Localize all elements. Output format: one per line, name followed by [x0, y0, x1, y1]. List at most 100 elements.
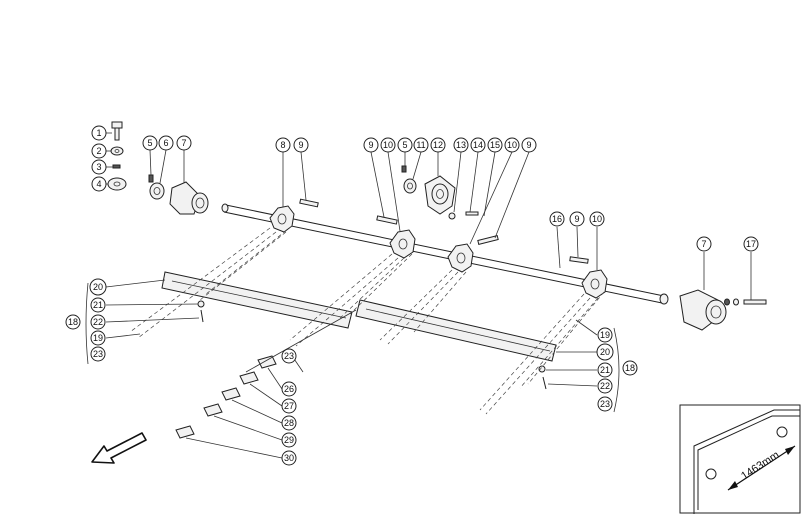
callout-number: 22	[93, 317, 103, 327]
callout-19: 19	[597, 327, 613, 343]
callout-circle	[597, 396, 613, 412]
callout-23: 23	[90, 346, 106, 362]
callout-number: 17	[746, 239, 756, 249]
callout-number: 7	[181, 138, 186, 148]
guide-rail-right	[355, 299, 557, 362]
callout-26: 26	[281, 381, 297, 397]
guide-link-28	[221, 387, 241, 401]
callout-21: 21	[90, 297, 106, 313]
callout-28: 28	[281, 415, 297, 431]
callout-circle	[470, 137, 486, 153]
callout-22: 22	[597, 378, 613, 394]
callout-29: 29	[281, 432, 297, 448]
rail-fastener-right	[538, 365, 547, 390]
callout-number: 9	[574, 214, 579, 224]
arrow-down-left-icon	[91, 432, 147, 464]
pin-part	[112, 164, 121, 169]
guide-link-26	[257, 355, 277, 369]
callout-3: 3	[91, 159, 107, 175]
callout-circle	[91, 159, 107, 175]
callout-circle	[90, 346, 106, 362]
callout-circle	[743, 236, 759, 252]
callout-21: 21	[597, 362, 613, 378]
callout-number: 1	[96, 128, 101, 138]
callout-circle	[142, 135, 158, 151]
callout-number: 3	[96, 162, 101, 172]
callout-circle	[380, 137, 396, 153]
callout-number: 29	[284, 435, 294, 445]
callout-number: 26	[284, 384, 294, 394]
bolt-part	[111, 121, 123, 141]
callout-circle	[158, 135, 174, 151]
leader-lines	[85, 132, 752, 459]
callout-5: 5	[142, 135, 158, 151]
callout-15: 15	[487, 137, 503, 153]
callout-8: 8	[275, 137, 291, 153]
sprocket-1	[269, 205, 295, 233]
callout-circle	[90, 314, 106, 330]
callout-9: 9	[363, 137, 379, 153]
callout-6: 6	[158, 135, 174, 151]
callout-number: 12	[433, 140, 443, 150]
callout-circle	[65, 314, 81, 330]
sprocket-2	[389, 229, 416, 259]
callout-number: 21	[93, 300, 103, 310]
callout-20: 20	[89, 278, 107, 296]
callout-number: 9	[526, 140, 531, 150]
callout-18: 18	[622, 360, 638, 376]
callout-circle	[622, 360, 638, 376]
callout-circle	[597, 378, 613, 394]
callout-circle	[281, 432, 297, 448]
callout-number: 11	[416, 140, 425, 150]
callout-circle	[487, 137, 503, 153]
callout-7: 7	[176, 135, 192, 151]
callout-18: 18	[65, 314, 81, 330]
callout-number: 14	[473, 140, 483, 150]
callout-number: 6	[163, 138, 168, 148]
callout-circle	[176, 135, 192, 151]
callout-number: 8	[280, 140, 285, 150]
callout-circle	[521, 137, 537, 153]
guide-rail-left	[161, 271, 353, 329]
callout-number: 23	[600, 399, 610, 409]
flange-bolt-right	[733, 298, 767, 306]
callout-20: 20	[596, 343, 614, 361]
callout-4: 4	[91, 176, 107, 192]
callout-circle	[596, 343, 614, 361]
callout-circle	[281, 381, 297, 397]
callout-30: 30	[281, 450, 297, 466]
callout-number: 18	[625, 363, 635, 373]
callout-2: 2	[91, 143, 107, 159]
callout-number: 13	[456, 140, 466, 150]
rail-fastener-left	[197, 300, 205, 323]
guide-link-29	[203, 403, 223, 417]
callout-12: 12	[430, 137, 446, 153]
grease-nipple-part	[148, 174, 154, 183]
callout-11: 11	[413, 137, 429, 153]
callout-circle	[90, 330, 106, 346]
guide-link-27	[239, 371, 259, 385]
callout-circle	[363, 137, 379, 153]
callout-number: 9	[298, 140, 303, 150]
callout-number: 20	[93, 282, 103, 292]
center-nipple	[401, 165, 407, 173]
callout-number: 27	[284, 401, 294, 411]
callout-circle	[91, 176, 107, 192]
callout-number: 9	[368, 140, 373, 150]
callout-circle	[597, 362, 613, 378]
center-bearing	[403, 178, 417, 194]
callout-9: 9	[293, 137, 309, 153]
key-part-mid-a	[376, 215, 398, 225]
callout-circle	[504, 137, 520, 153]
callout-number: 10	[592, 214, 602, 224]
callout-circle	[589, 211, 605, 227]
sprocket-4	[581, 269, 608, 299]
callout-number: 23	[284, 351, 294, 361]
callout-number: 7	[701, 239, 706, 249]
callout-number: 18	[68, 317, 78, 327]
callout-13: 13	[453, 137, 469, 153]
callout-number: 22	[600, 381, 610, 391]
callout-number: 20	[600, 347, 610, 357]
callout-7: 7	[696, 236, 712, 252]
callout-circle	[90, 297, 106, 313]
